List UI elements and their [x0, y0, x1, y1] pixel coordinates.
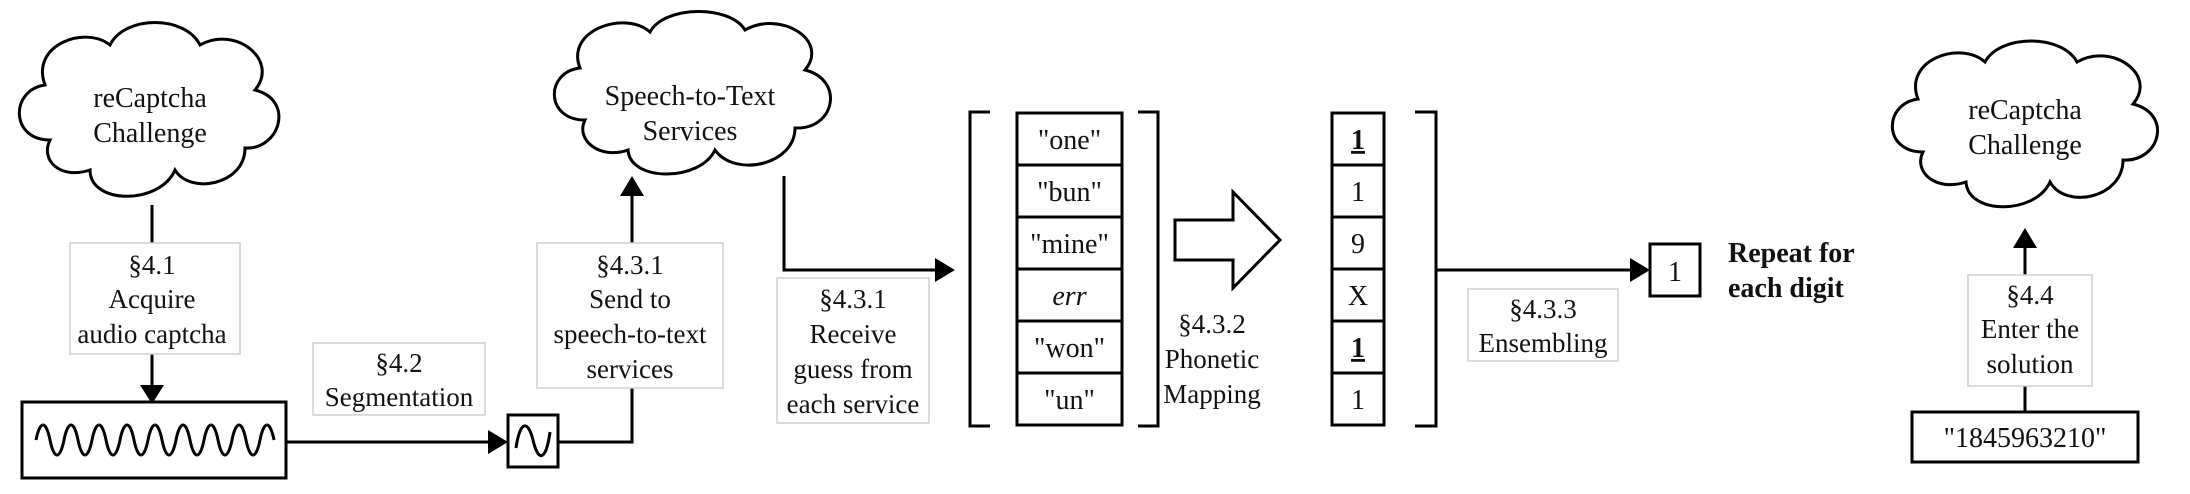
result-digit: 1: [1668, 257, 1682, 288]
step-acquire: §4.1 Acquire audio captcha: [69, 242, 241, 355]
guesses-bracket: [968, 110, 1160, 428]
waveform-icon: [34, 423, 276, 457]
segment-wave-icon: [514, 424, 552, 457]
digit-cell: [1330, 267, 1386, 323]
step-send-line-2: speech-to-text: [554, 319, 707, 349]
step-send: §4.3.1 Send to speech-to-text services: [536, 242, 724, 389]
guess-text: "mine": [1030, 229, 1109, 260]
audio-segment: [506, 413, 560, 469]
digit-text: X: [1348, 281, 1368, 312]
step-acquire-section: §4.1: [128, 250, 175, 280]
cloud-recaptcha-left-line-2: Challenge: [93, 118, 207, 149]
step-receive: §4.3.1 Receive guess from each service: [776, 277, 930, 424]
audio-waveform: [20, 400, 288, 480]
cloud-recaptcha-left: reCaptcha Challenge: [17, 21, 281, 198]
repeat-note-line-1: Repeat for: [1728, 238, 1855, 269]
cloud-recaptcha-right: reCaptcha Challenge: [1890, 39, 2159, 209]
digit-text: 1: [1351, 177, 1365, 208]
step-send-line-1: Send to: [589, 284, 671, 314]
guesses-column: "one" "bun" "mine" err "won" "un": [1015, 111, 1124, 427]
digit-cell: [1330, 163, 1386, 219]
guess-text: "bun": [1037, 177, 1102, 208]
step-segmentation-section: §4.2: [375, 348, 422, 378]
step-enter-section: §4.4: [2006, 280, 2054, 310]
step-receive-line-3: each service: [787, 389, 920, 419]
step-segmentation: §4.2 Segmentation: [312, 342, 486, 416]
digit-cell: [1330, 111, 1386, 167]
step-enter: §4.4 Enter the solution: [1967, 274, 2093, 387]
step-send-section: §4.3.1: [596, 250, 664, 280]
step-receive-section: §4.3.1: [819, 284, 887, 314]
repeat-note-line-2: each digit: [1728, 273, 1845, 304]
step-segmentation-line-1: Segmentation: [325, 382, 474, 412]
cloud-speech-to-text-line-2: Services: [643, 116, 738, 147]
guess-text: "un": [1044, 385, 1095, 416]
step-send-line-3: services: [587, 354, 674, 384]
digit-text: 1: [1351, 385, 1365, 416]
cloud-recaptcha-right-line-1: reCaptcha: [1968, 95, 2082, 126]
step-phonetic-line-1: Phonetic: [1165, 344, 1260, 374]
mapped-digits-column: 1 1 9X 1 1: [1330, 111, 1386, 427]
digits-bracket: [1415, 110, 1438, 428]
step-acquire-line-2: audio captcha: [77, 319, 226, 349]
step-ensembling: §4.3.3 Ensembling: [1467, 288, 1619, 362]
guess-cell: [1015, 319, 1124, 375]
digit-text: 1: [1351, 333, 1365, 364]
step-phonetic: §4.3.2 Phonetic Mapping: [1163, 309, 1261, 409]
guess-text: err: [1052, 281, 1086, 312]
step-receive-line-2: guess from: [793, 354, 912, 384]
guess-cell: [1015, 267, 1124, 323]
repeat-note: Repeat for each digit: [1728, 238, 1855, 304]
digit-cell: [1330, 371, 1386, 427]
solution-box: "1845963210": [1910, 410, 2140, 464]
phonetic-mapping-arrow-icon: [1173, 188, 1283, 292]
step-ensembling-line-1: Ensembling: [1479, 328, 1608, 358]
step-receive-line-1: Receive: [810, 319, 897, 349]
guess-cell: [1015, 111, 1124, 167]
step-ensembling-section: §4.3.3: [1509, 294, 1577, 324]
step-acquire-line-1: Acquire: [109, 284, 196, 314]
cloud-speech-to-text-line-1: Speech-to-Text: [605, 81, 776, 112]
result-digit-box: 1: [1648, 242, 1702, 298]
step-phonetic-line-2: Mapping: [1163, 379, 1261, 409]
digit-text: 9: [1351, 229, 1365, 260]
step-enter-line-2: solution: [1986, 349, 2074, 379]
step-enter-line-1: Enter the: [1981, 314, 2079, 344]
cloud-recaptcha-left-line-1: reCaptcha: [93, 83, 207, 114]
cloud-recaptcha-right-line-2: Challenge: [1968, 130, 2082, 161]
guess-cell: [1015, 215, 1124, 271]
step-phonetic-section: §4.3.2: [1178, 309, 1246, 339]
digit-text: 1: [1351, 125, 1365, 156]
guess-text: "won": [1034, 333, 1105, 364]
digit-cell: [1330, 215, 1386, 271]
solution-value: "1845963210": [1944, 423, 2107, 454]
guess-cell: [1015, 371, 1124, 427]
guess-text: "one": [1038, 125, 1101, 156]
cloud-speech-to-text: Speech-to-Text Services: [552, 10, 832, 176]
